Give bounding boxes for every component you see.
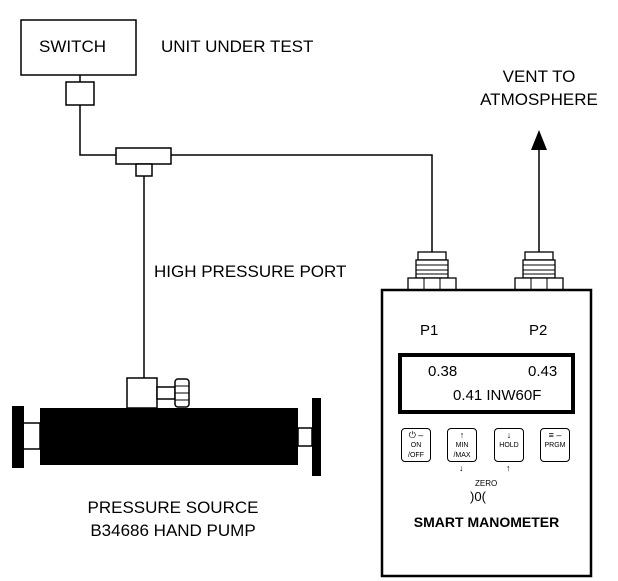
- zero-knob[interactable]: )0(: [470, 490, 486, 504]
- prgm-button-label: PRGM: [544, 442, 566, 449]
- pump-right-handle: [312, 398, 321, 476]
- switch-box: [20, 19, 137, 76]
- p1-port-fitting: [407, 251, 457, 291]
- manometer-title: SMART MANOMETER: [413, 514, 560, 530]
- port-p1-label: P1: [420, 322, 439, 339]
- vent-label-line2: ATMOSPHERE: [480, 90, 598, 109]
- hold-button-label: HOLD: [499, 442, 519, 449]
- min-max-down-arrow-icon: ↓: [459, 463, 464, 473]
- power-icon: ⏻ –: [408, 430, 424, 440]
- p2-port-fitting: [514, 251, 564, 291]
- zero-label: ZERO: [475, 479, 498, 488]
- pressure-source-label-line1: PRESSURE SOURCE: [87, 498, 259, 517]
- display-reading-differential: 0.41 INW60F: [453, 387, 542, 404]
- prgm-button[interactable]: ≡ – PRGM: [540, 428, 570, 462]
- tube-tee-to-p1: [171, 154, 433, 252]
- switch-connector: [65, 81, 95, 106]
- tube-switch-to-tee: [79, 105, 116, 156]
- min-max-button[interactable]: ↑ MIN /MAX: [447, 428, 477, 462]
- display-window: [398, 353, 575, 414]
- pump-valve-body: [126, 377, 158, 409]
- switch-label: SWITCH: [39, 37, 107, 56]
- zero-knob-right-icon: (: [481, 489, 486, 504]
- hold-button[interactable]: ↓ HOLD: [494, 428, 524, 462]
- port-p2-label: P2: [529, 322, 548, 339]
- tee-fitting: [115, 147, 172, 165]
- on-off-button[interactable]: ⏻ – ON /OFF: [401, 428, 431, 462]
- sound-icon: ≡ –: [548, 430, 562, 440]
- zero-knob-value: 0: [474, 489, 482, 504]
- vent-label-line1: VENT TO: [502, 67, 576, 86]
- vent-arrow-head: [531, 130, 547, 150]
- pump-cylinder: [40, 408, 298, 465]
- display-reading-p2: 0.43: [528, 363, 558, 380]
- min-max-button-label: MIN /MAX: [453, 442, 471, 459]
- high-pressure-port-label: HIGH PRESSURE PORT: [154, 262, 347, 281]
- up-arrow-icon: ↑: [459, 430, 465, 440]
- hand-pump: [12, 377, 321, 476]
- down-arrow-icon: ↓: [506, 430, 512, 440]
- pressure-source-label-line2: B34686 HAND PUMP: [90, 521, 256, 540]
- pump-left-handle: [12, 406, 24, 468]
- unit-under-test-label: UNIT UNDER TEST: [161, 37, 314, 56]
- zero-knob-left-icon: ): [470, 489, 475, 504]
- display-reading-p1: 0.38: [428, 363, 458, 380]
- on-off-button-label: ON /OFF: [408, 442, 424, 459]
- hold-up-arrow-icon: ↑: [506, 463, 511, 473]
